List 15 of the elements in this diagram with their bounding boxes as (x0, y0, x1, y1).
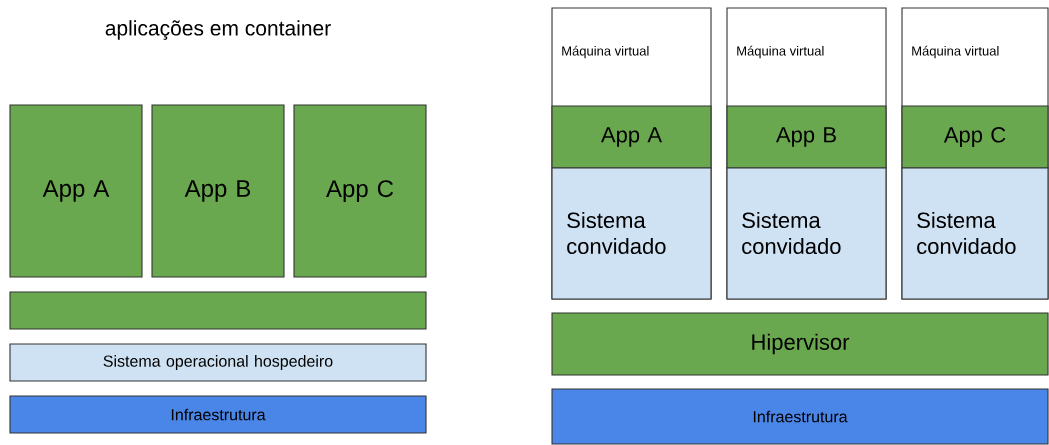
infrastructure-bar: Infraestrutura (9, 395, 427, 434)
guest-os-box: Sistema convidado (726, 167, 887, 300)
host-os-bar: Sistema operacional hospedeiro (9, 343, 427, 382)
heading: aplicações em container (105, 20, 331, 40)
app-box: App B (726, 105, 887, 169)
hypervisor-bar: Hipervisor (551, 312, 1049, 376)
app-box: App C (293, 104, 427, 278)
app-box: App C (901, 105, 1049, 169)
runtime-bar (9, 291, 427, 330)
infrastructure-bar: Infraestrutura (551, 388, 1049, 445)
app-box: App B (151, 104, 285, 278)
app-box: App A (9, 104, 143, 278)
app-box: App A (551, 105, 712, 169)
guest-os-box: Sistema convidado (551, 167, 712, 300)
guest-os-box: Sistema convidado (901, 167, 1049, 300)
